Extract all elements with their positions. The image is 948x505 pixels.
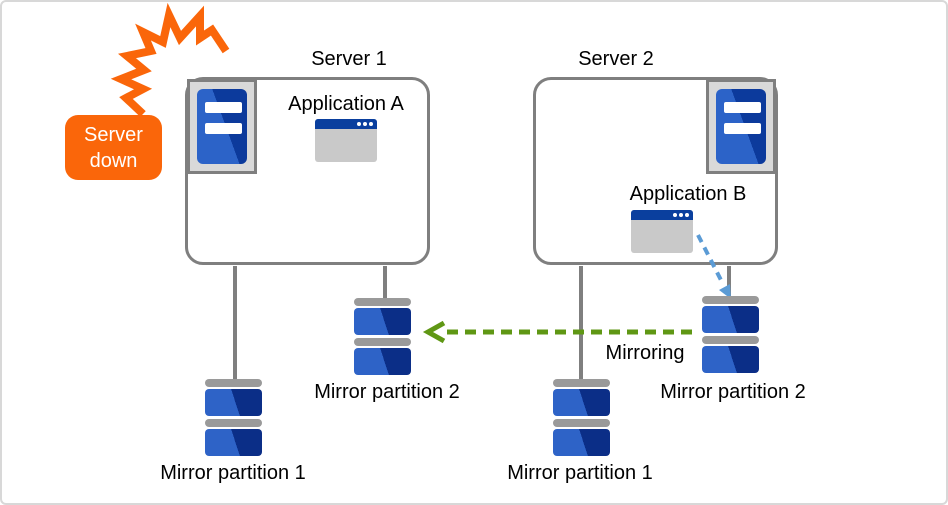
server1-mirror-partition1-disk-icon [205,379,262,456]
disk-cap [205,379,262,387]
server1-title: Server 1 [311,48,387,70]
window-dot-icon [369,122,373,126]
disk-segment [702,306,759,333]
mirroring-arrowhead-icon [422,320,446,344]
disk-segment [354,348,411,375]
window-titlebar [631,210,693,220]
server1-partition2-label: Mirror partition 2 [314,381,460,403]
server-tower-icon [197,89,247,164]
server-slot-bar [205,102,242,113]
server-tower-icon [716,89,766,164]
disk-cap [354,338,411,346]
disk-cap [205,419,262,427]
disk-segment [205,389,262,416]
application-a-label: Application A [288,93,404,115]
application-a-window-icon [315,119,377,162]
server2-title: Server 2 [578,48,654,70]
server1-mirror-partition2-disk-icon [354,298,411,375]
disk-segment [702,346,759,373]
window-dot-icon [679,213,683,217]
disk-segment [205,429,262,456]
server-down-badge: Server down [65,115,162,180]
disk-segment [553,429,610,456]
application-b-label: Application B [629,183,747,205]
server-slot-bar [724,123,761,134]
disk-cap [553,379,610,387]
disk-cap [553,419,610,427]
server2-partition2-label: Mirror partition 2 [660,381,806,403]
disk-segment [553,389,610,416]
disk-cap [354,298,411,306]
disk-cap [702,296,759,304]
window-dot-icon [363,122,367,126]
disk-cap [702,336,759,344]
server1-partition1-label: Mirror partition 1 [160,462,306,484]
server2-mirror-partition2-disk-icon [702,296,759,373]
application-b-window-icon [631,210,693,253]
server1-icon [187,79,257,174]
server-slot-bar [724,102,761,113]
window-titlebar [315,119,377,129]
window-dot-icon [685,213,689,217]
mirroring-label: Mirroring [605,342,685,364]
server2-mirror-partition1-disk-icon [553,379,610,456]
disk-segment [354,308,411,335]
server2-partition1-label: Mirror partition 1 [507,462,653,484]
server2-icon [706,79,776,174]
server-slot-bar [205,123,242,134]
server-down-badge-line1: Server [84,123,143,146]
window-dot-icon [357,122,361,126]
window-dot-icon [673,213,677,217]
server-down-badge-line2: down [89,149,138,172]
